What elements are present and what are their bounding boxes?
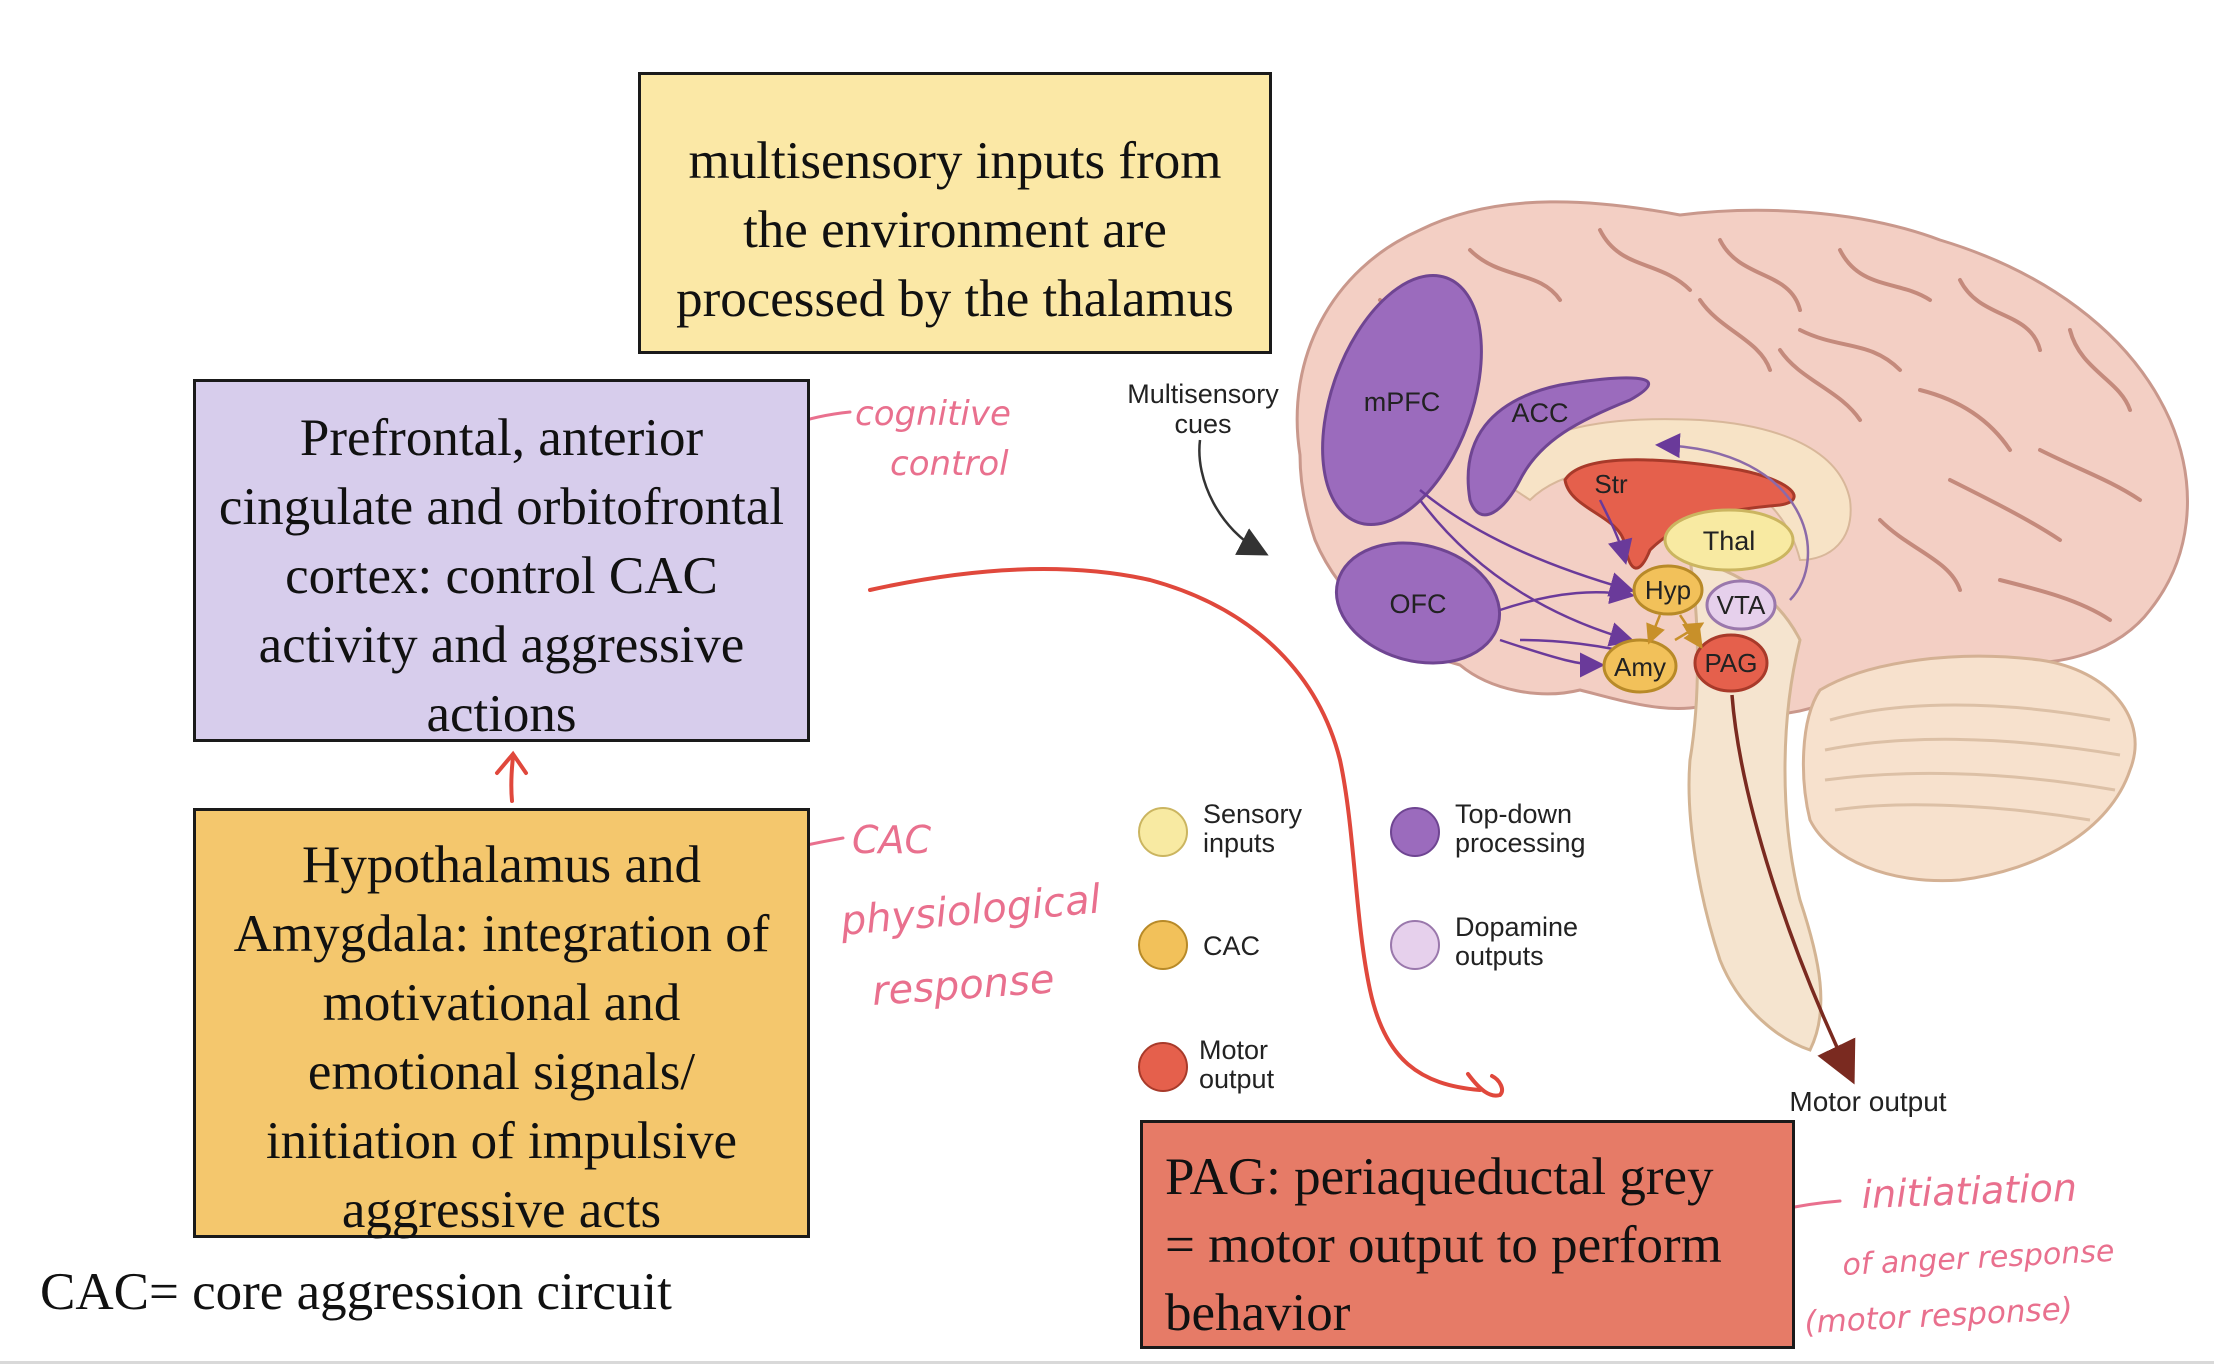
cortex-box-text: Prefrontal, anterior cingulate and orbit… (218, 409, 785, 743)
label-ofc: OFC (1390, 589, 1447, 619)
brain-illustration: Multisensory cues mPFC ACC Str Thal OFC … (1127, 200, 2189, 1117)
cerebellum-folia (1824, 703, 2121, 822)
legend-swatch-dopamine (1390, 920, 1440, 970)
pag-box: PAG: periaqueductal grey = motor output … (1140, 1120, 1795, 1349)
thalamus-box-text: multisensory inputs from the environment… (676, 132, 1234, 328)
legend-swatch-topdown (1390, 807, 1440, 857)
legend-motor-1: Motor (1199, 1035, 1268, 1065)
annotation-response: response (870, 956, 1055, 1015)
label-pag: PAG (1705, 648, 1758, 678)
region-mpfc (1321, 274, 1483, 526)
region-pag (1693, 633, 1769, 693)
label-mpfc: mPFC (1364, 387, 1441, 417)
footnote: CAC= core aggression circuit (40, 1263, 672, 1321)
pag-box-text: PAG: periaqueductal grey = motor output … (1165, 1148, 1722, 1342)
region-ofc (1334, 541, 1502, 665)
annotation-motor-response: (motor response) (1804, 1291, 2074, 1341)
legend-dopamine-1: Dopamine (1455, 912, 1578, 942)
annotation-cac: CAC (852, 818, 932, 862)
legend-cac: CAC (1203, 931, 1260, 961)
legend-swatch-motor (1138, 1042, 1188, 1092)
legend-swatch-sensory (1138, 807, 1188, 857)
annotation-anger-response: of anger response (1842, 1234, 2116, 1283)
label-multisensory-1: Multisensory (1127, 379, 1279, 409)
label-vta: VTA (1717, 590, 1766, 620)
loop-arrow (1655, 433, 1810, 601)
arrow-cortex-to-pag-head (1466, 1072, 1504, 1098)
legend-dopamine-2: outputs (1455, 941, 1544, 971)
handdrawn-arrows (495, 567, 1504, 1098)
legend-sensory-2: inputs (1203, 828, 1275, 858)
cac-box-text: Hypothalamus and Amygdala: integration o… (233, 836, 770, 1239)
legend: Sensory inputs Top-down processing CAC D… (1138, 799, 1586, 1094)
legend-topdown-2: processing (1455, 828, 1586, 858)
label-str: Str (1594, 469, 1628, 499)
label-amy: Amy (1614, 652, 1666, 682)
motor-output-arrow (1730, 694, 1856, 1085)
thalamus-box: multisensory inputs from the environment… (638, 72, 1272, 354)
annotation-control: control (890, 444, 1009, 484)
cerebellum (1801, 654, 2137, 883)
arrow-cortex-to-pag (868, 567, 1482, 1092)
region-amy (1602, 638, 1678, 694)
annotation-initiation: initiatiation (1861, 1166, 2078, 1217)
legend-swatch-cac (1138, 920, 1188, 970)
topdown-arrows (1419, 489, 1645, 678)
arrow-cac-to-cortex (509, 755, 515, 803)
annotation-physiological: physiological (838, 876, 1103, 945)
label-thal: Thal (1703, 526, 1756, 556)
cac-arrows (1646, 614, 1705, 650)
region-vta (1705, 579, 1777, 631)
legend-sensory-1: Sensory (1203, 799, 1303, 829)
multisensory-arrow (1198, 439, 1269, 556)
cortex-box: Prefrontal, anterior cingulate and orbit… (193, 379, 810, 743)
label-hyp: Hyp (1645, 575, 1691, 605)
arrow-cac-to-cortex-head (495, 750, 528, 775)
region-hyp (1632, 564, 1704, 616)
label-motor-output: Motor output (1789, 1086, 1946, 1117)
annotation-cognitive: cognitive (855, 394, 1011, 434)
region-acc (1466, 376, 1650, 517)
label-acc: ACC (1511, 398, 1568, 428)
legend-topdown-1: Top-down (1455, 799, 1572, 829)
region-thal (1663, 508, 1795, 572)
legend-motor-2: output (1199, 1064, 1275, 1094)
cac-box: Hypothalamus and Amygdala: integration o… (193, 808, 810, 1239)
bottom-divider (0, 1361, 2214, 1364)
label-multisensory-2: cues (1174, 409, 1231, 439)
